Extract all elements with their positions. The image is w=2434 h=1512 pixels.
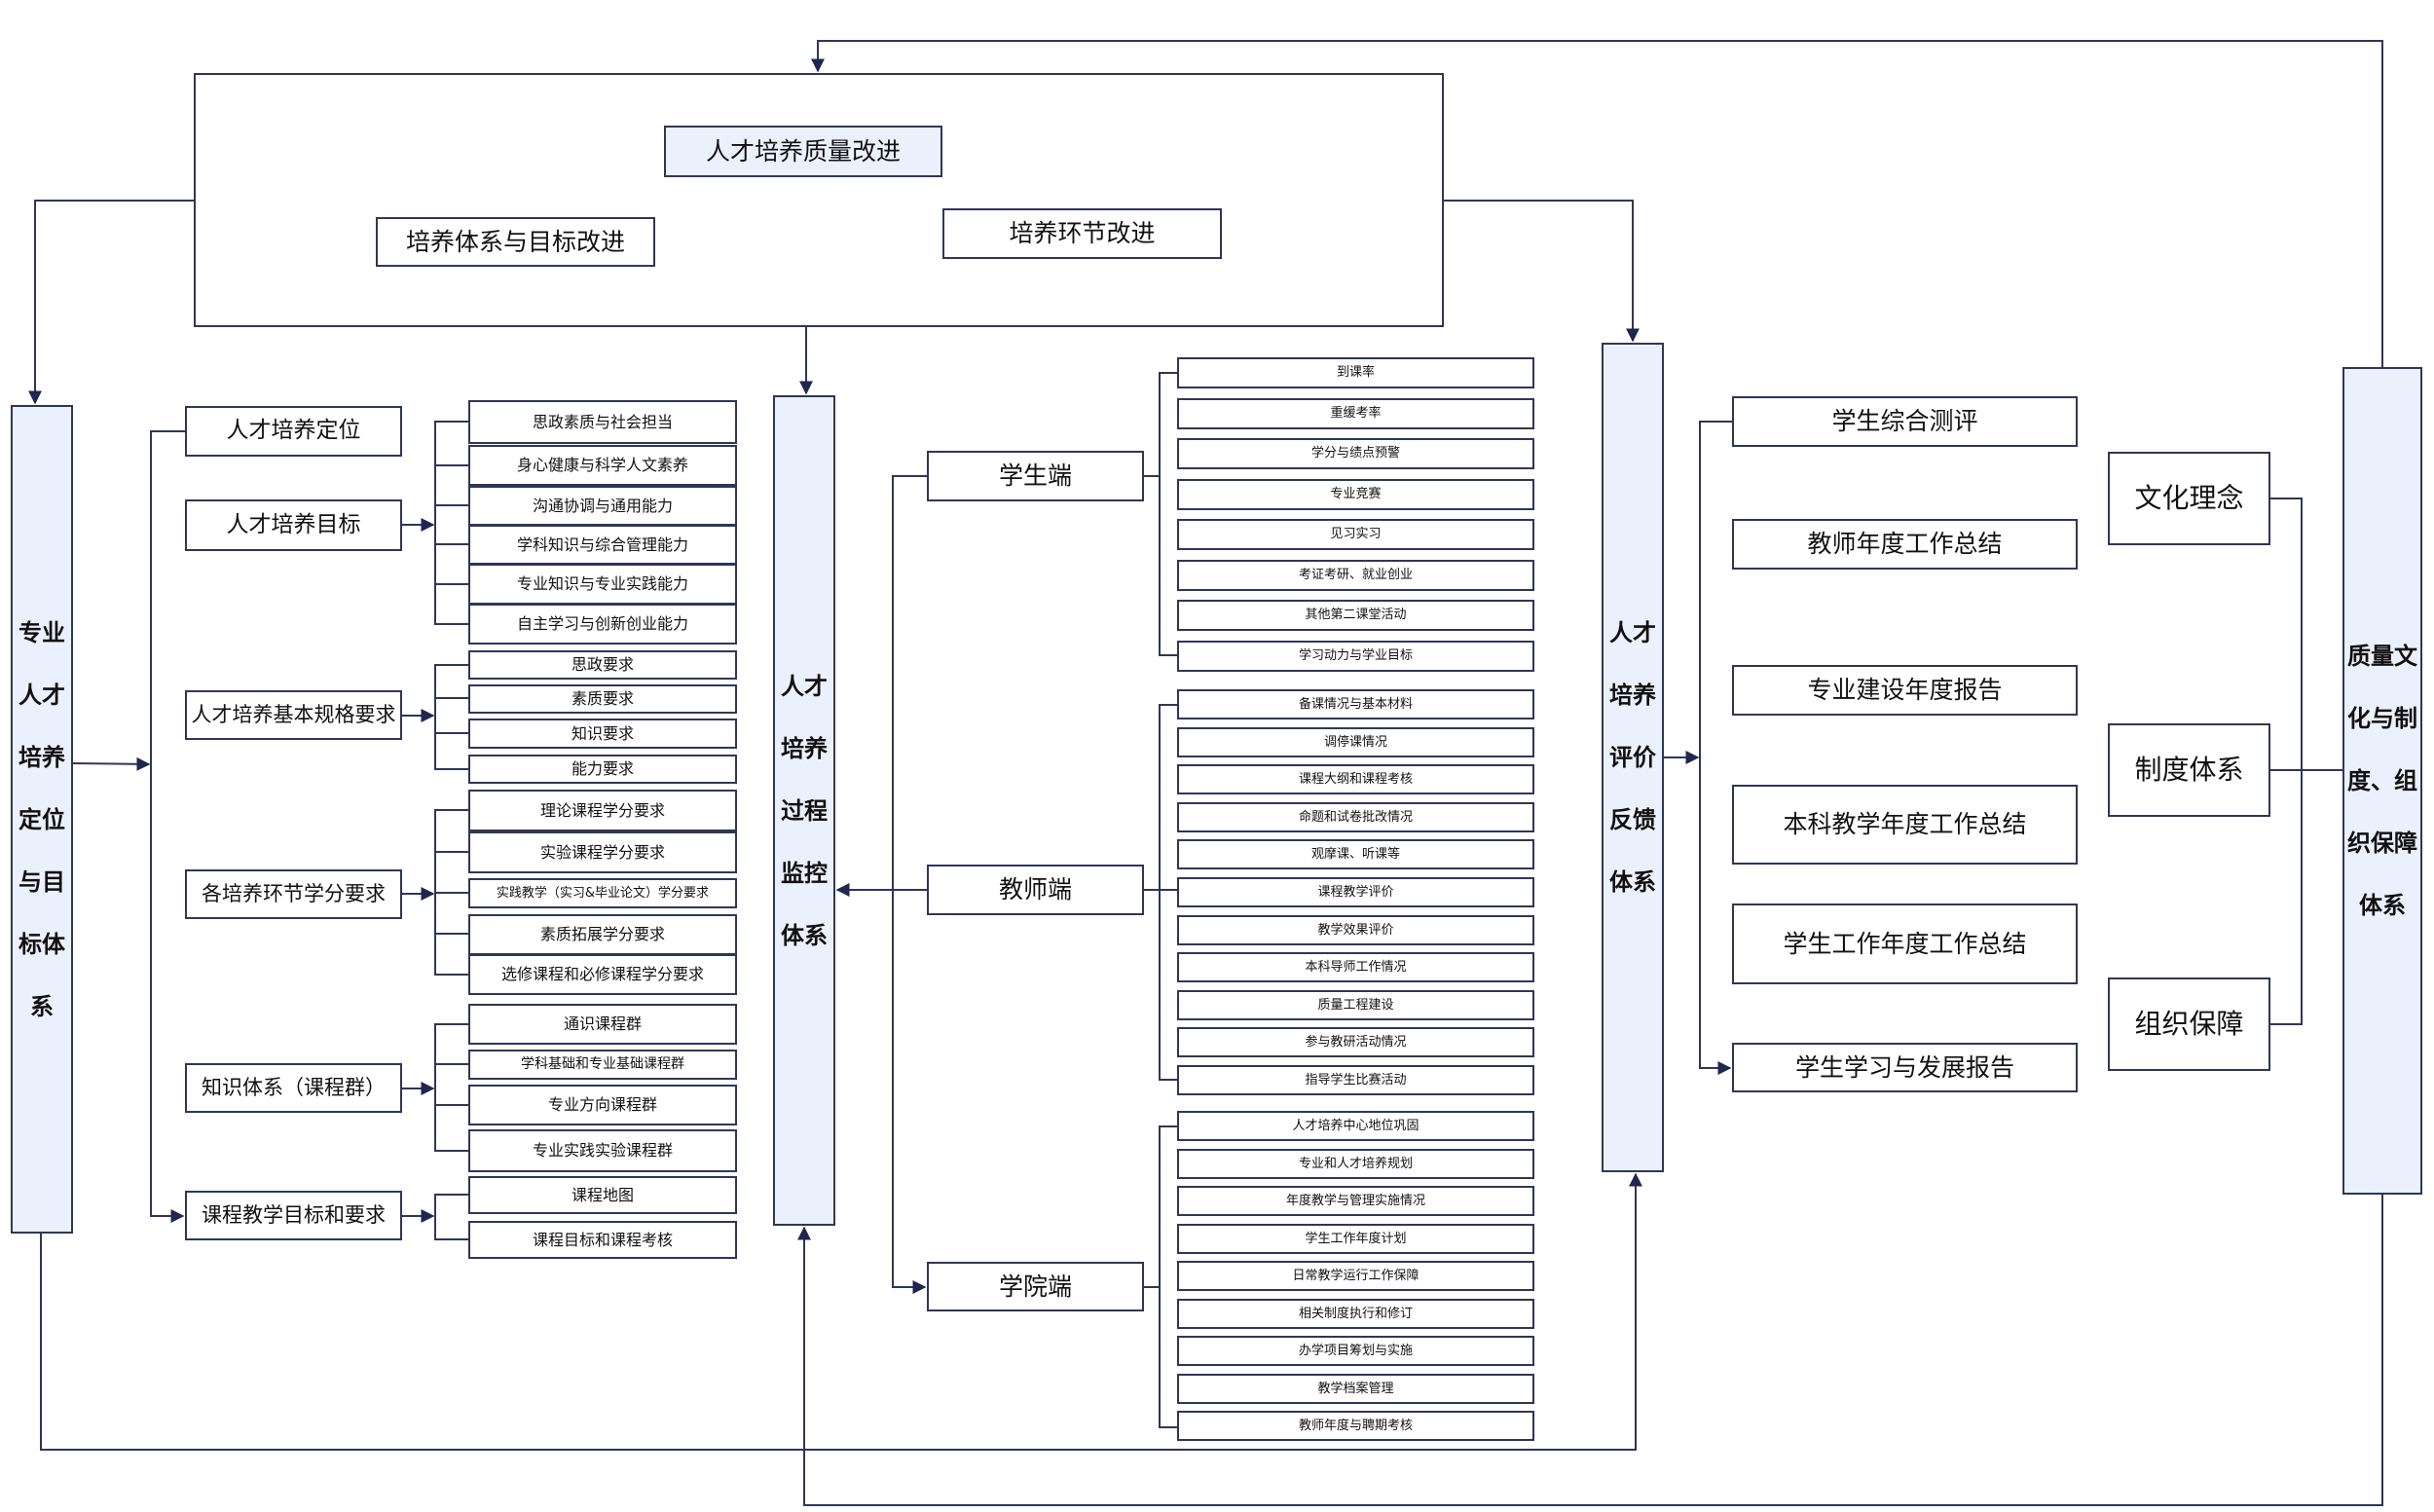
spec-item[interactable]: 思政要求 — [468, 650, 737, 680]
evaluation-item[interactable]: 本科教学年度工作总结 — [1732, 785, 2078, 865]
feedback-loop-bottom-2 — [797, 1195, 2383, 1506]
feedback-loop-top — [811, 40, 2383, 367]
credit-item[interactable]: 实验课程学分要求 — [468, 831, 737, 873]
frame-to-evaluation — [1444, 200, 1640, 343]
student-side-node[interactable]: 学生端 — [927, 451, 1144, 501]
system-goal-improvement-box[interactable]: 培养体系与目标改进 — [376, 217, 655, 267]
positioning-group-4[interactable]: 知识体系（课程群） — [185, 1063, 402, 1113]
evaluation-item[interactable]: 专业建设年度报告 — [1732, 665, 2078, 716]
college-indicator[interactable]: 日常教学运行工作保障 — [1177, 1261, 1534, 1291]
knowledge-item[interactable]: 学科基础和专业基础课程群 — [468, 1050, 737, 1080]
evaluation-column[interactable]: 人才 培养 评价 反馈 体系 — [1602, 343, 1664, 1172]
student-indicator[interactable]: 学习动力与学业目标 — [1177, 641, 1534, 672]
evaluation-column-label: 人才 培养 评价 反馈 体系 — [1609, 619, 1656, 896]
goal-item[interactable]: 身心健康与科学人文素养 — [468, 445, 737, 486]
goal-item[interactable]: 学科知识与综合管理能力 — [468, 525, 737, 565]
col2-trunk — [150, 430, 185, 1223]
goal-item[interactable]: 沟通协调与通用能力 — [468, 486, 737, 526]
course-item[interactable]: 课程目标和课程考核 — [468, 1221, 737, 1259]
college-indicator[interactable]: 相关制度执行和修订 — [1177, 1299, 1534, 1329]
goal-item[interactable]: 思政素质与社会担当 — [468, 400, 737, 444]
teacher-side-node[interactable]: 教师端 — [927, 865, 1144, 915]
knowledge-item[interactable]: 专业方向课程群 — [468, 1085, 737, 1125]
positioning-group-2[interactable]: 人才培养基本规格要求 — [185, 690, 402, 740]
credit-item[interactable]: 素质拓展学分要求 — [468, 914, 737, 955]
quality-improvement-box[interactable]: 人才培养质量改进 — [664, 126, 942, 177]
positioning-group-3[interactable]: 各培养环节学分要求 — [185, 869, 402, 919]
institution-system-box[interactable]: 制度体系 — [2108, 723, 2270, 817]
teacher-indicator[interactable]: 备课情况与基本材料 — [1177, 689, 1534, 719]
knowledge-item[interactable]: 通识课程群 — [468, 1004, 737, 1045]
teacher-indicator[interactable]: 本科导师工作情况 — [1177, 952, 1534, 982]
teacher-indicator[interactable]: 参与教研活动情况 — [1177, 1027, 1534, 1057]
evaluation-item[interactable]: 学生学习与发展报告 — [1732, 1043, 2078, 1092]
college-indicator[interactable]: 教师年度与聘期考核 — [1177, 1411, 1534, 1441]
positioning-to-trunk — [72, 756, 151, 771]
positioning-group-0[interactable]: 人才培养定位 — [185, 406, 402, 457]
student-indicator[interactable]: 其他第二课堂活动 — [1177, 600, 1534, 631]
culture-concept-box[interactable]: 文化理念 — [2108, 452, 2270, 545]
teacher-indicator[interactable]: 指导学生比赛活动 — [1177, 1065, 1534, 1095]
monitoring-column-label: 人才 培养 过程 监控 体系 — [781, 672, 828, 949]
knowledge-item[interactable]: 专业实践实验课程群 — [468, 1129, 737, 1172]
positioning-column[interactable]: 专业 人才 培养 定位 与目 标体 系 — [11, 405, 73, 1234]
college-indicator[interactable]: 教学档案管理 — [1177, 1374, 1534, 1404]
credit-item[interactable]: 实践教学（实习&毕业论文）学分要求 — [468, 878, 737, 908]
student-indicator[interactable]: 学分与绩点预警 — [1177, 438, 1534, 469]
goal-item[interactable]: 自主学习与创新创业能力 — [468, 604, 737, 645]
credit-item[interactable]: 理论课程学分要求 — [468, 790, 737, 831]
teacher-indicator[interactable]: 课程大纲和课程考核 — [1177, 764, 1534, 794]
student-indicator[interactable]: 重缓考率 — [1177, 398, 1534, 429]
college-indicator[interactable]: 年度教学与管理实施情况 — [1177, 1186, 1534, 1216]
student-indicator[interactable]: 到课率 — [1177, 357, 1534, 388]
teacher-indicator[interactable]: 观摩课、听课等 — [1177, 839, 1534, 869]
teacher-indicator[interactable]: 命题和试卷批改情况 — [1177, 802, 1534, 832]
evaluation-item[interactable]: 学生综合测评 — [1732, 396, 2078, 447]
goal-item[interactable]: 专业知识与专业实践能力 — [468, 564, 737, 605]
assurance-column-label: 质量文 化与制 度、组 织保障 体系 — [2347, 643, 2417, 919]
positioning-group-5[interactable]: 课程教学目标和要求 — [185, 1191, 402, 1240]
assurance-column[interactable]: 质量文 化与制 度、组 织保障 体系 — [2342, 367, 2422, 1195]
student-indicator[interactable]: 考证考研、就业创业 — [1177, 560, 1534, 591]
course-item[interactable]: 课程地图 — [468, 1176, 737, 1214]
teacher-indicator[interactable]: 教学效果评价 — [1177, 915, 1534, 945]
college-indicator[interactable]: 专业和人才培养规划 — [1177, 1149, 1534, 1179]
college-indicator[interactable]: 学生工作年度计划 — [1177, 1224, 1534, 1254]
improvement-frame — [194, 73, 1444, 327]
evaluation-item[interactable]: 学生工作年度工作总结 — [1732, 904, 2078, 984]
teacher-indicator[interactable]: 调停课情况 — [1177, 727, 1534, 757]
spec-item[interactable]: 能力要求 — [468, 755, 737, 784]
college-side-node[interactable]: 学院端 — [927, 1262, 1144, 1311]
teacher-indicator[interactable]: 质量工程建设 — [1177, 990, 1534, 1020]
frame-to-positioning — [28, 200, 194, 405]
feedback-loop-bottom-1 — [40, 1172, 1642, 1451]
organization-guarantee-box[interactable]: 组织保障 — [2108, 977, 2270, 1071]
college-indicator[interactable]: 办学项目筹划与实施 — [1177, 1336, 1534, 1366]
credit-item[interactable]: 选修课程和必修课程学分要求 — [468, 954, 737, 995]
student-indicator[interactable]: 专业竞赛 — [1177, 479, 1534, 510]
process-improvement-box[interactable]: 培养环节改进 — [942, 208, 1222, 259]
student-indicator[interactable]: 见习实习 — [1177, 519, 1534, 550]
evaluation-item[interactable]: 教师年度工作总结 — [1732, 519, 2078, 570]
spec-item[interactable]: 素质要求 — [468, 684, 737, 714]
positioning-group-1[interactable]: 人才培养目标 — [185, 499, 402, 551]
college-indicator[interactable]: 人才培养中心地位巩固 — [1177, 1111, 1534, 1141]
positioning-column-label: 专业 人才 培养 定位 与目 标体 系 — [18, 618, 65, 1020]
spec-item[interactable]: 知识要求 — [468, 719, 737, 749]
monitoring-column[interactable]: 人才 培养 过程 监控 体系 — [773, 395, 835, 1226]
teacher-indicator[interactable]: 课程教学评价 — [1177, 877, 1534, 907]
